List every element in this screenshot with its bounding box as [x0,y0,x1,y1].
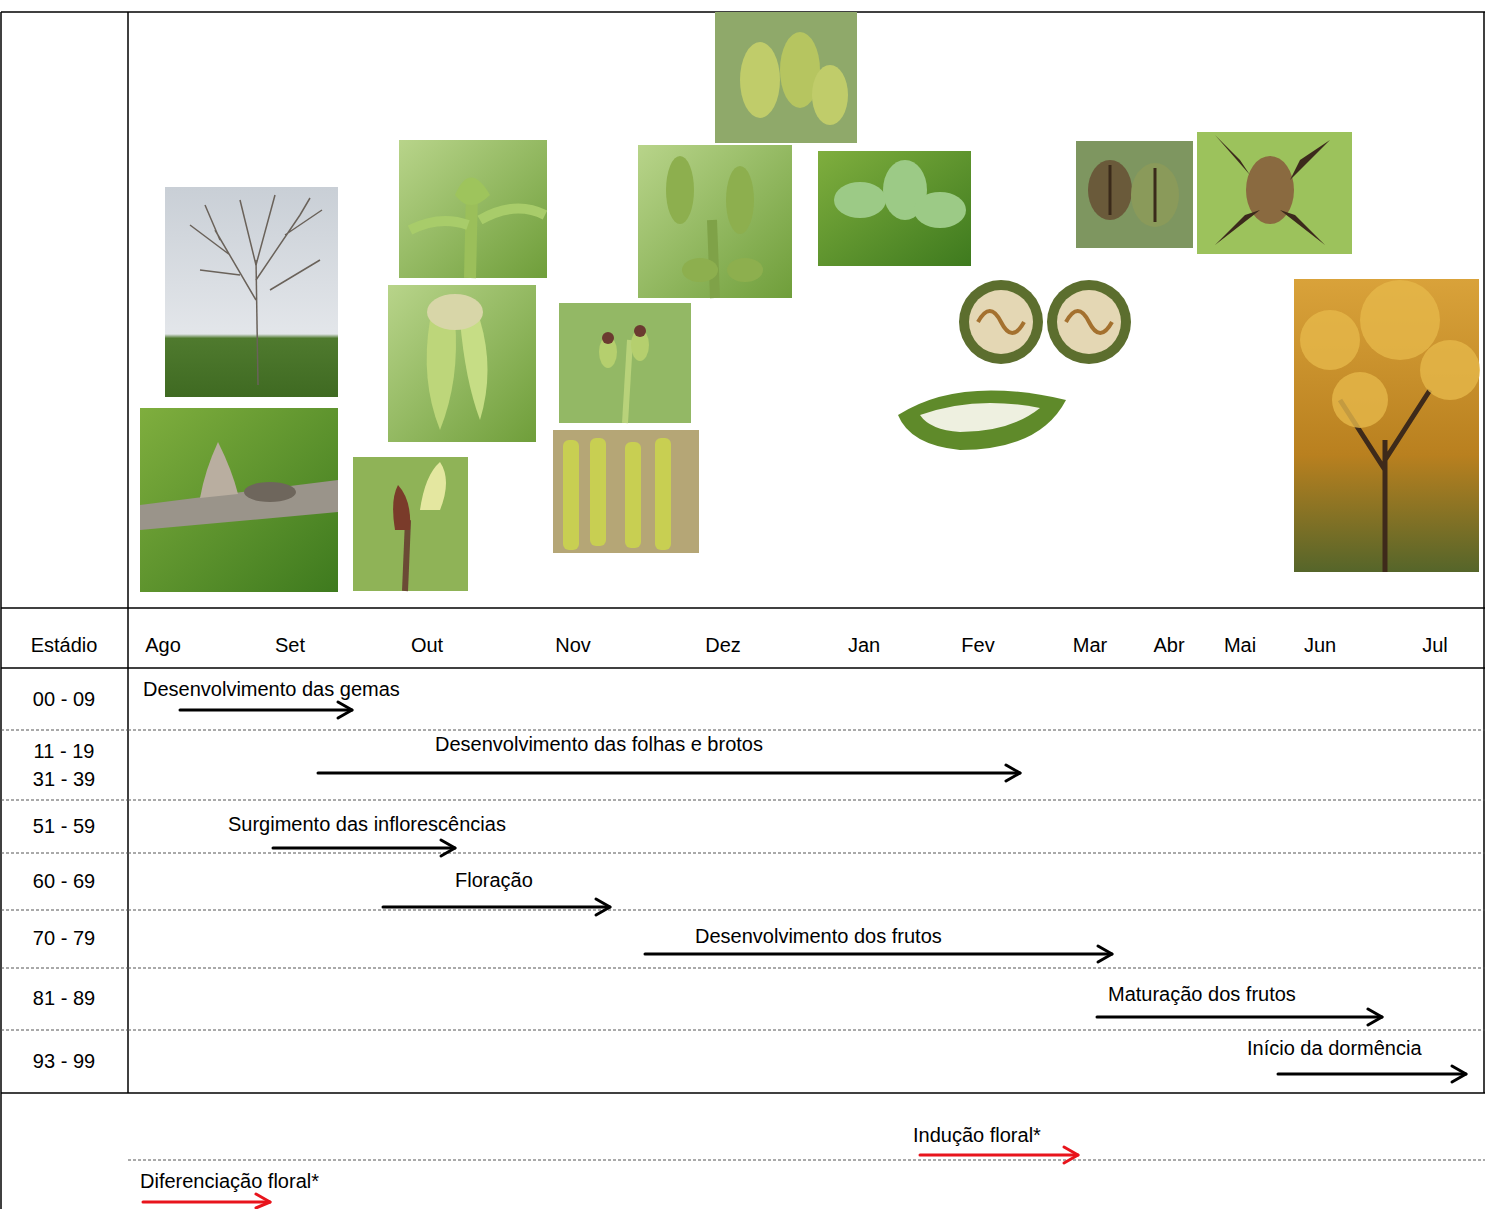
phase-label: Surgimento das inflorescências [228,813,506,836]
phase-label: Indução floral* [913,1124,1041,1147]
month-label: Mar [1073,634,1107,657]
month-label: Jul [1422,634,1448,657]
phase-label: 70 - 79 [33,927,95,950]
phase-label: 00 - 09 [33,688,95,711]
phase-label: 81 - 89 [33,987,95,1010]
phase-label: 51 - 59 [33,815,95,838]
month-label: Mai [1224,634,1256,657]
month-label: Jan [848,634,880,657]
phase-label: Diferenciação floral* [140,1170,319,1193]
phase-label: Desenvolvimento dos frutos [695,925,942,948]
month-label: Abr [1153,634,1184,657]
phase-label: Desenvolvimento das gemas [143,678,400,701]
phase-label: 93 - 99 [33,1050,95,1073]
phase-label: 60 - 69 [33,870,95,893]
month-label: Ago [145,634,181,657]
month-label: Set [275,634,305,657]
month-label: Nov [555,634,591,657]
phase-label: Início da dormência [1247,1037,1422,1060]
month-label: Dez [705,634,741,657]
phase-label: Desenvolvimento das folhas e brotos [435,733,763,756]
phase-label: 11 - 19 [34,740,95,763]
phase-label: 31 - 39 [33,768,95,791]
stage-heading: Estádio [31,634,98,657]
month-label: Out [411,634,443,657]
month-label: Jun [1304,634,1336,657]
phase-label: Floração [455,869,533,892]
phase-label: Maturação dos frutos [1108,983,1296,1006]
month-label: Fev [961,634,994,657]
